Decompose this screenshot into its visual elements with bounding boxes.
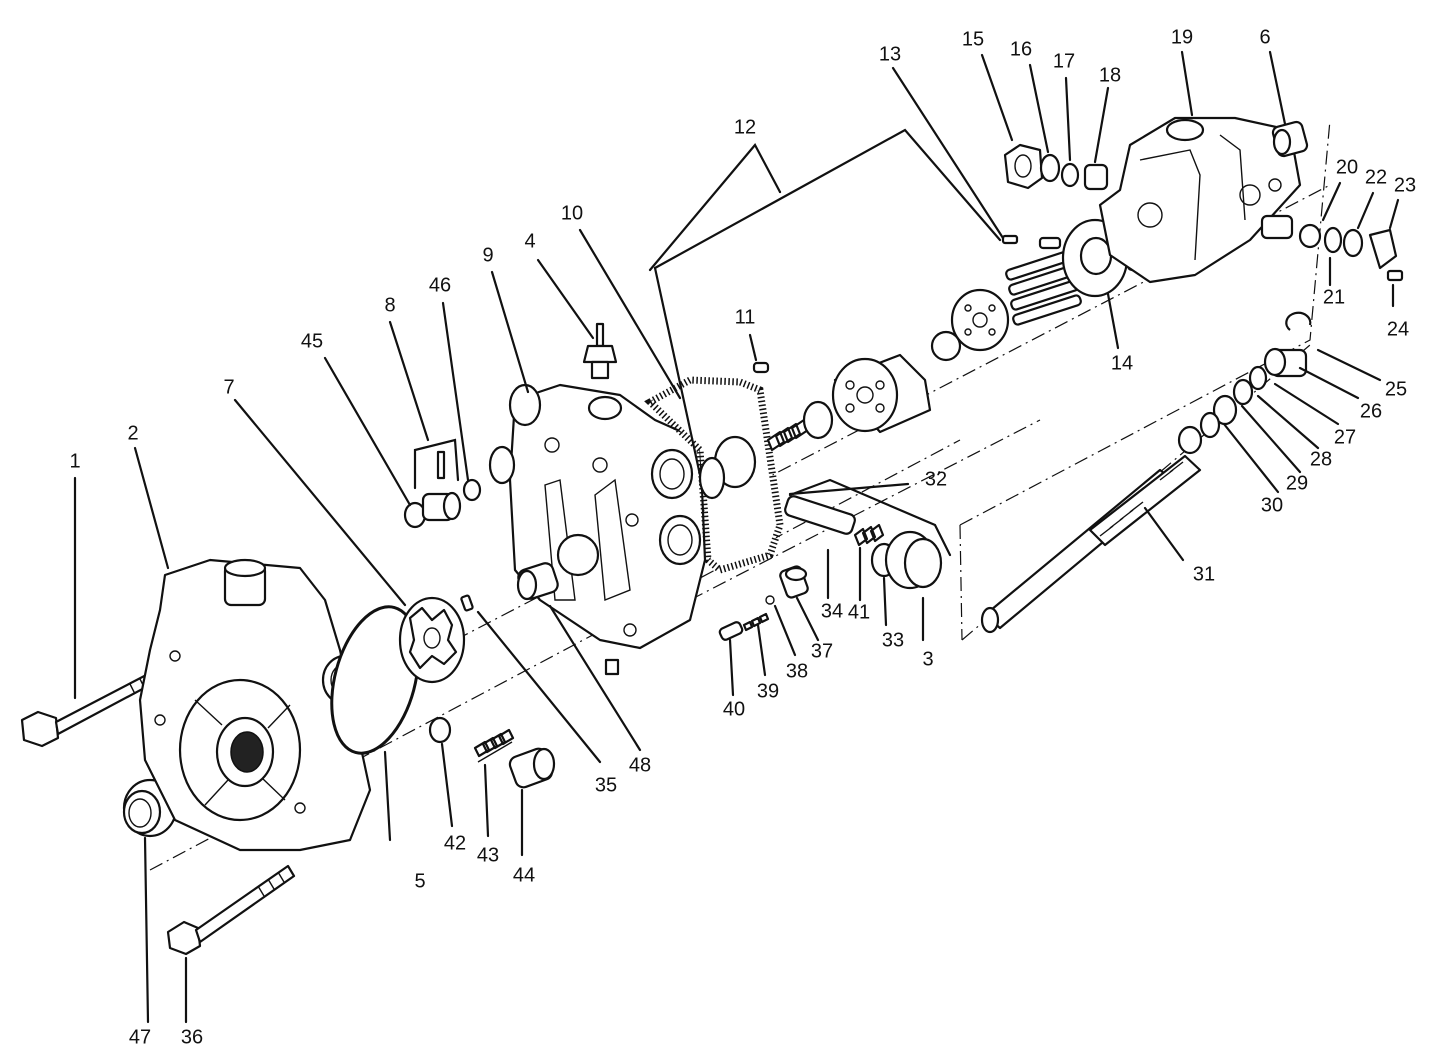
callout-16: 16 (1010, 38, 1032, 60)
check-valve-group-37-40 (718, 565, 809, 641)
callout-42: 42 (444, 832, 466, 854)
bearing-part-6 (1271, 120, 1309, 158)
callout-29: 29 (1286, 472, 1308, 494)
valve-body-part-9 (488, 383, 707, 650)
pistons-group (1005, 249, 1082, 326)
leader-lines (73, 50, 1400, 1024)
callout-22: 22 (1365, 166, 1387, 188)
callout-10: 10 (561, 202, 583, 224)
key-part-35 (460, 594, 474, 612)
callout-38: 38 (786, 660, 808, 682)
callout-39: 39 (757, 680, 779, 702)
callout-5: 5 (414, 870, 425, 892)
callout-19: 19 (1171, 26, 1193, 48)
gerotor-part-7 (398, 596, 466, 684)
spring-cylinder-group (766, 288, 1010, 452)
callout-labels: 1 2 3 4 5 6 7 8 9 10 11 12 13 14 15 16 1… (69, 26, 1416, 1048)
callout-31: 31 (1193, 563, 1215, 585)
callout-3: 3 (922, 648, 933, 670)
callout-8: 8 (384, 294, 395, 316)
callout-33: 33 (882, 629, 904, 651)
callout-41: 41 (848, 601, 870, 623)
callout-23: 23 (1394, 174, 1416, 196)
callout-45: 45 (301, 330, 323, 352)
callout-27: 27 (1334, 426, 1356, 448)
callout-34: 34 (821, 600, 843, 622)
housing-part-19 (1098, 116, 1302, 284)
callout-35: 35 (595, 774, 617, 796)
set-screw (604, 658, 620, 676)
spool-group-3-32-34-41 (784, 478, 952, 590)
fitting-part-4 (582, 322, 618, 380)
gasket-part-10 (644, 376, 784, 574)
ring-group-25-30 (1177, 311, 1312, 455)
callout-13: 13 (879, 43, 901, 65)
callout-47: 47 (129, 1026, 151, 1048)
callout-30: 30 (1261, 494, 1283, 516)
callout-28: 28 (1310, 448, 1332, 470)
pin-part-11 (752, 361, 770, 374)
callout-7: 7 (223, 376, 234, 398)
callout-44: 44 (513, 864, 535, 886)
callout-12: 12 (734, 116, 756, 138)
callout-32: 32 (925, 468, 947, 490)
callout-11: 11 (735, 306, 756, 328)
key-part-13 (1001, 234, 1019, 245)
callout-2: 2 (127, 422, 138, 444)
o-ring-part-5 (330, 605, 420, 755)
callout-4: 4 (524, 230, 535, 252)
valve-group-42-44 (428, 716, 556, 789)
callout-6: 6 (1259, 26, 1270, 48)
bushing-part-48 (516, 562, 559, 601)
callout-1: 1 (69, 450, 80, 472)
end-cover-part-2 (138, 558, 372, 852)
callout-17: 17 (1053, 50, 1075, 72)
seal-group-20-24 (1260, 214, 1404, 282)
callout-20: 20 (1336, 156, 1358, 178)
callout-26: 26 (1360, 400, 1382, 422)
callout-24: 24 (1387, 318, 1409, 340)
callout-21: 21 (1323, 286, 1345, 308)
plug-group-8-45-46 (403, 438, 482, 529)
callout-37: 37 (811, 640, 833, 662)
bolt-part-36 (166, 864, 296, 956)
callout-48: 48 (629, 754, 651, 776)
callout-9: 9 (482, 244, 493, 266)
callout-25: 25 (1385, 378, 1407, 400)
callout-40: 40 (723, 698, 745, 720)
callout-15: 15 (962, 28, 984, 50)
callout-14: 14 (1111, 352, 1133, 374)
callout-43: 43 (477, 844, 499, 866)
callout-46: 46 (429, 274, 451, 296)
seal-group-15-18 (1003, 143, 1109, 191)
shaft-part-31 (980, 454, 1202, 634)
callout-36: 36 (181, 1026, 203, 1048)
callout-18: 18 (1099, 64, 1121, 86)
